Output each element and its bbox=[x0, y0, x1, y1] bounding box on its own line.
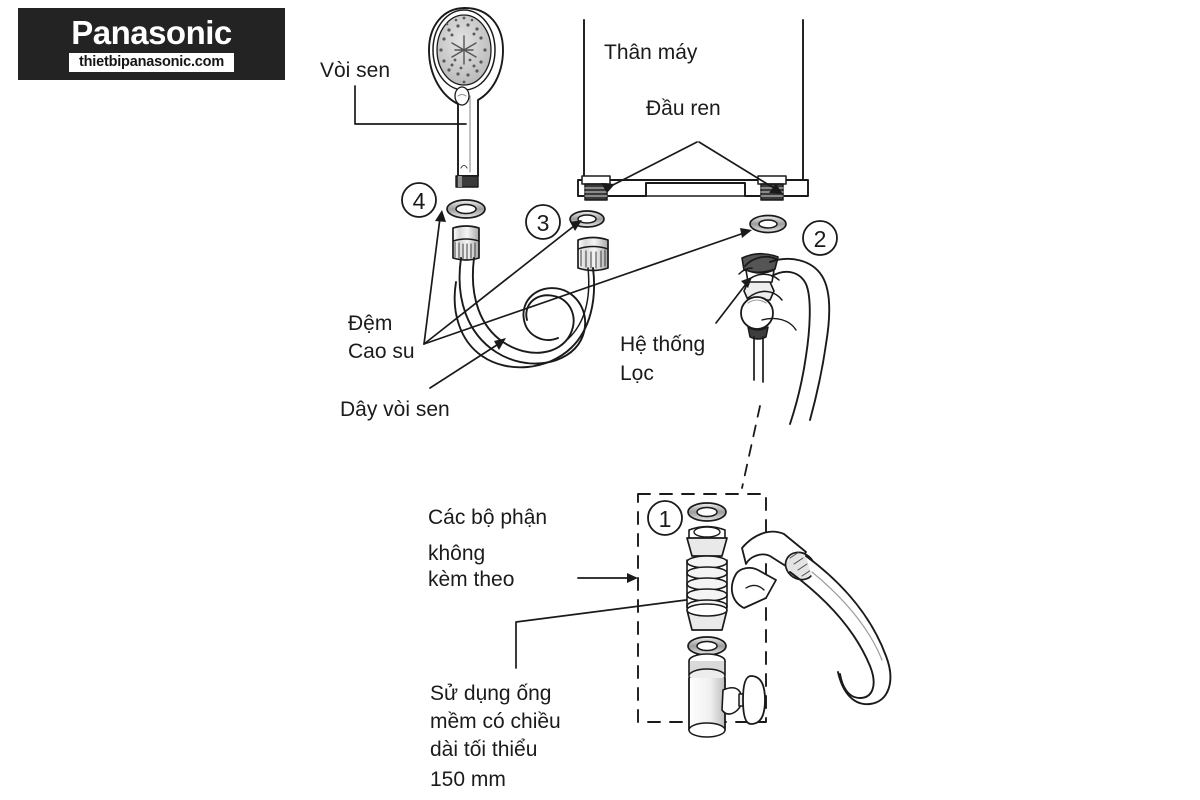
dashed-connector bbox=[741, 405, 761, 489]
step-marker-4 bbox=[401, 182, 437, 218]
leader-filter-system bbox=[715, 277, 752, 324]
panasonic-logo: Panasonic thietbipanasonic.com bbox=[18, 8, 285, 80]
step-number-2: 2 bbox=[814, 226, 827, 252]
step-number-1: 1 bbox=[659, 506, 672, 532]
step-marker-3 bbox=[525, 204, 561, 240]
brand-wordmark: Panasonic bbox=[71, 13, 232, 51]
rubber-gasket-ring-4 bbox=[446, 199, 486, 219]
leader-rubber-gasket bbox=[423, 210, 752, 345]
rubber-gasket-ring-2 bbox=[749, 214, 787, 234]
label-rubber-gasket-l1: Đệm bbox=[348, 312, 393, 335]
label-not-included-l1: Các bộ phận bbox=[428, 506, 548, 529]
filter-system-drawing bbox=[740, 252, 779, 383]
leader-shower-head bbox=[354, 85, 467, 125]
shower-head-drawing bbox=[428, 7, 504, 188]
threaded-inlet-right bbox=[757, 175, 787, 201]
label-threaded-head: Đầu ren bbox=[646, 97, 721, 120]
label-min-length-l4: 150 mm bbox=[430, 768, 506, 791]
hand-drawing bbox=[738, 256, 831, 425]
label-filter-system-l1: Hệ thống bbox=[620, 333, 706, 356]
label-shower-head: Vòi sen bbox=[320, 59, 391, 82]
label-not-included-l3: kèm theo bbox=[428, 568, 515, 591]
stop-valve-drawing bbox=[688, 653, 766, 738]
step-number-4: 4 bbox=[413, 188, 426, 214]
adjustable-wrench-drawing bbox=[730, 530, 892, 705]
label-filter-system-l2: Lọc bbox=[620, 362, 654, 385]
step-number-3: 3 bbox=[537, 210, 550, 236]
label-min-length-l1: Sử dụng ống bbox=[430, 682, 552, 705]
leader-shower-hose bbox=[429, 338, 506, 389]
label-min-length-l2: mềm có chiều bbox=[430, 710, 561, 733]
flexible-hose-assembly bbox=[686, 502, 728, 656]
machine-body-drawing bbox=[577, 19, 809, 197]
label-not-included-l2: không bbox=[428, 542, 486, 565]
site-url: thietbipanasonic.com bbox=[68, 52, 235, 73]
leader-min-length bbox=[515, 599, 687, 669]
leader-threaded-head bbox=[601, 141, 783, 194]
label-min-length-l3: dài tối thiểu bbox=[430, 738, 538, 761]
label-machine-body: Thân máy bbox=[604, 41, 698, 64]
label-shower-hose: Dây vòi sen bbox=[340, 398, 450, 421]
label-rubber-gasket-l2: Cao su bbox=[348, 340, 415, 363]
shower-hose-drawing bbox=[452, 225, 609, 369]
step-marker-1 bbox=[647, 500, 683, 536]
leader-not-included bbox=[577, 573, 638, 583]
step-marker-2 bbox=[802, 220, 838, 256]
